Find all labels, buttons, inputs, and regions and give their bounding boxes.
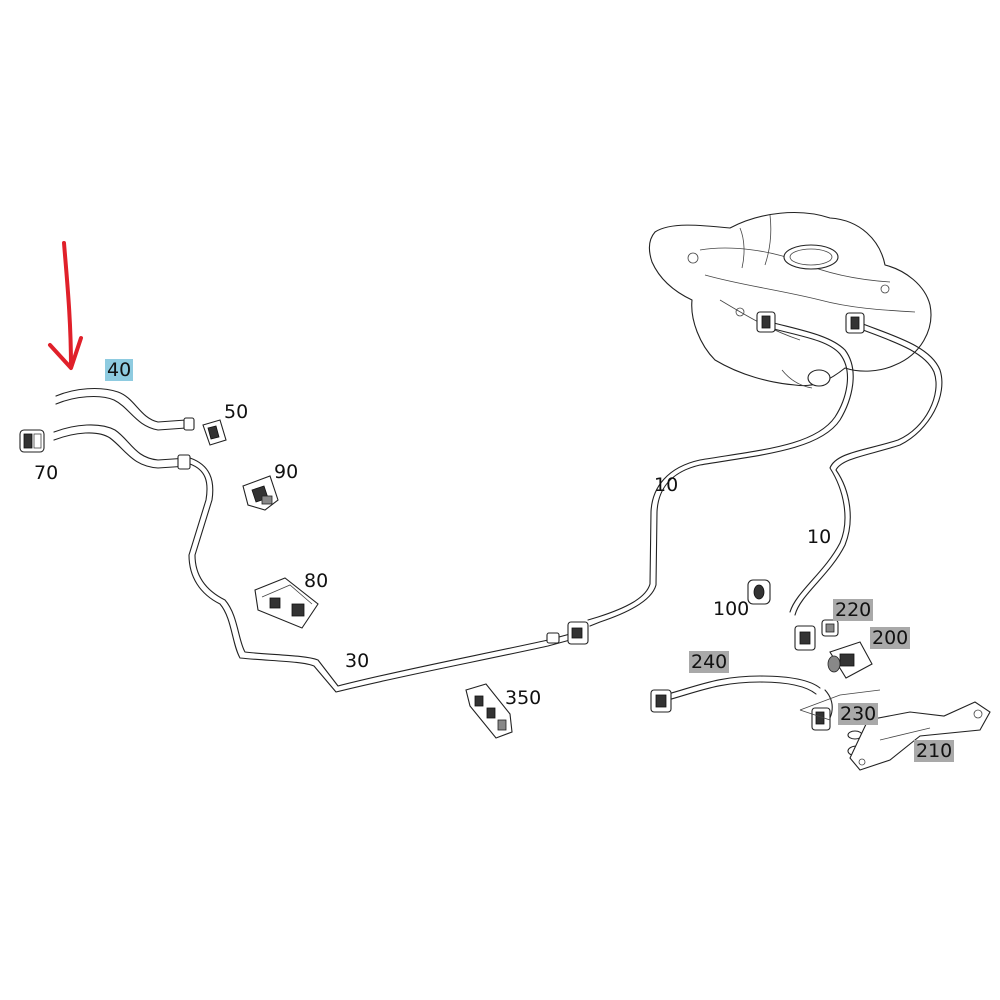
- leader-lines: [799, 689, 881, 721]
- clip-70: [19, 429, 45, 453]
- holder-80: [254, 577, 319, 629]
- callout-230[interactable]: 230: [838, 703, 879, 725]
- holder-90: [242, 475, 279, 511]
- bracket-210: [849, 701, 991, 771]
- fuel-line-10-b: [789, 312, 943, 651]
- callout-350[interactable]: 350: [505, 687, 542, 709]
- fuel-line-10-a: [587, 311, 854, 627]
- callout-90[interactable]: 90: [274, 461, 299, 483]
- callout-100[interactable]: 100: [713, 598, 750, 620]
- callout-10-lower[interactable]: 10: [807, 526, 832, 548]
- fuel-line-240: [650, 675, 833, 731]
- callout-40[interactable]: 40: [105, 359, 134, 381]
- callout-200[interactable]: 200: [870, 627, 911, 649]
- callout-50[interactable]: 50: [224, 401, 249, 423]
- callout-220[interactable]: 220: [833, 599, 874, 621]
- pointer-arrow: [48, 241, 83, 370]
- fuel-line-30: [188, 457, 589, 693]
- part-220: [821, 619, 839, 637]
- clip-50: [202, 419, 227, 446]
- callout-70[interactable]: 70: [34, 462, 59, 484]
- callout-10-upper[interactable]: 10: [654, 474, 679, 496]
- bracket-350: [465, 683, 513, 739]
- callout-210[interactable]: 210: [914, 740, 955, 762]
- hose-40: [55, 388, 195, 431]
- part-200: [827, 641, 873, 679]
- callout-240[interactable]: 240: [689, 651, 730, 673]
- fuel-tank: [648, 211, 932, 389]
- hose-lower: [53, 424, 191, 470]
- callout-80[interactable]: 80: [304, 570, 329, 592]
- grommet-100: [747, 579, 771, 605]
- callout-30[interactable]: 30: [345, 650, 370, 672]
